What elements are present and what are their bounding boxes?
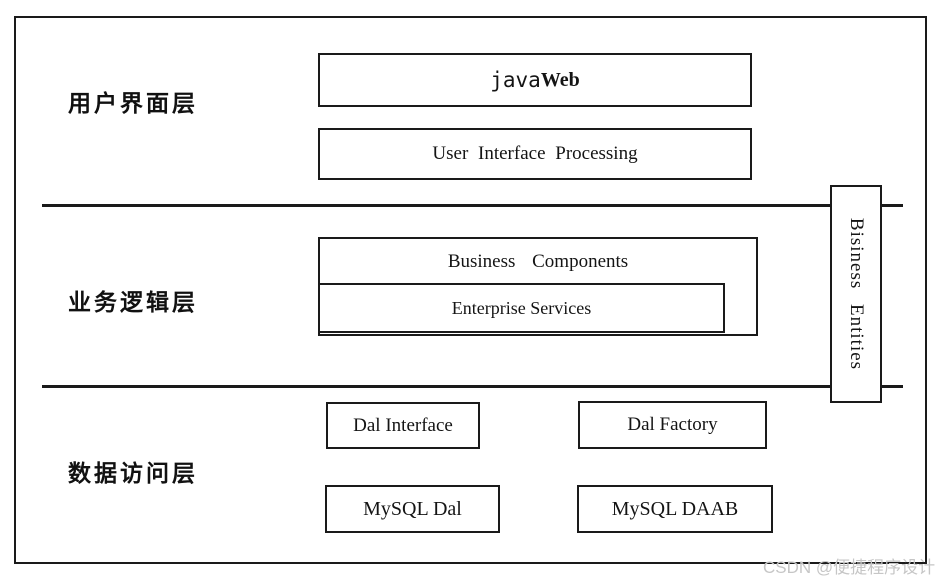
business-components-label: Business Components [447, 251, 629, 272]
javaweb-label-web: Web [540, 68, 580, 91]
javaweb-label-java: java [490, 68, 541, 92]
enterprise-services-box: Enterprise Services [318, 283, 725, 333]
mysql-daab-box: MySQL DAAB [577, 485, 773, 533]
mysql-daab-label: MySQL DAAB [611, 497, 739, 520]
mysql-dal-label: MySQL Dal [363, 497, 462, 520]
business-entities-label: Bisiness Entities [846, 217, 867, 371]
user-interface-processing-box: User Interface Processing [318, 128, 752, 180]
user-interface-processing-label: User Interface Processing [432, 143, 638, 164]
dal-interface-label: Dal Interface [353, 414, 453, 436]
mysql-dal-box: MySQL Dal [325, 485, 500, 533]
watermark: CSDN @便捷程序设计 [763, 558, 936, 577]
layer-divider-bottom [42, 385, 903, 388]
dal-factory-label: Dal Factory [627, 414, 718, 435]
layer-divider-top [42, 204, 903, 207]
enterprise-services-label: Enterprise Services [451, 297, 592, 318]
business-entities-box: Bisiness Entities [830, 185, 882, 403]
layer-label-user-interface: 用户界面层 [68, 90, 198, 116]
dal-factory-box: Dal Factory [578, 401, 767, 449]
layer-label-data-access: 数据访问层 [68, 460, 198, 486]
dal-interface-box: Dal Interface [326, 402, 480, 449]
layer-label-business-logic: 业务逻辑层 [68, 289, 198, 315]
